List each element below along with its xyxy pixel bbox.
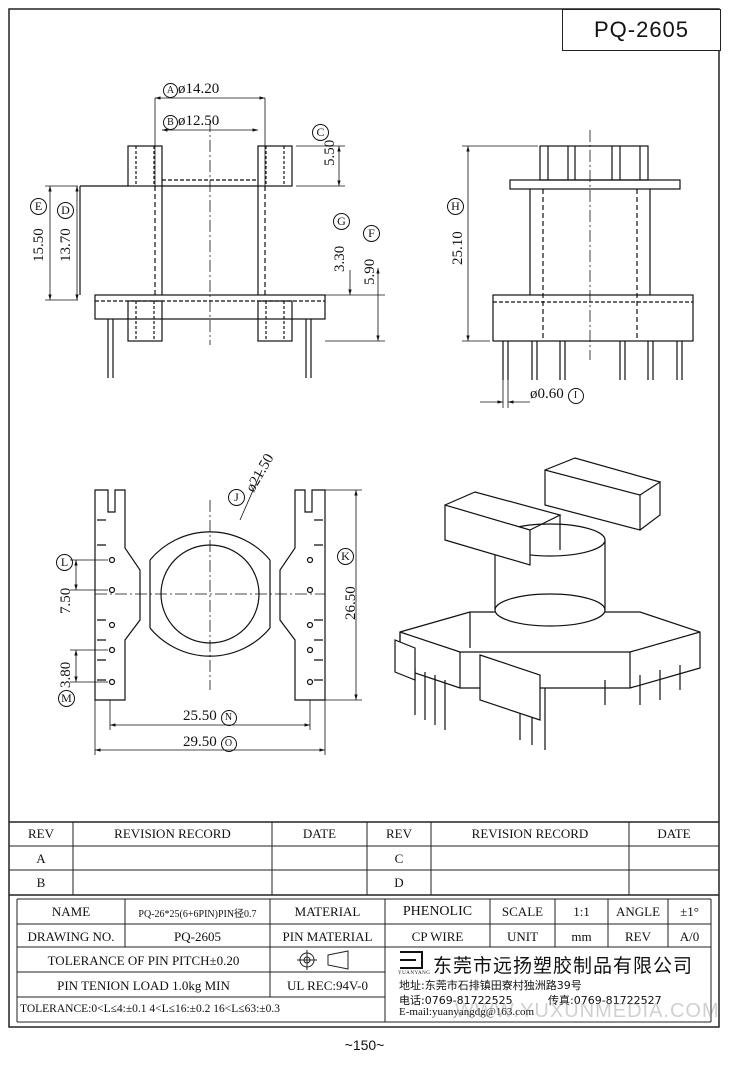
dim-f-letter: F (363, 225, 380, 242)
isometric-view (394, 457, 701, 750)
dim-h-value: 25.10 (450, 231, 466, 265)
dim-l-value: 7.50 (58, 587, 74, 614)
pin-material-value: CP WIRE (411, 929, 464, 944)
revision-record-header-2: REVISION RECORD (471, 826, 589, 841)
rev-header-1: REV (28, 826, 54, 841)
company-phone: 电话:0769-81722525 (399, 994, 513, 1007)
revision-record-header-1: REVISION RECORD (114, 826, 231, 841)
rev-row-a: A (36, 851, 46, 866)
drawing-no-value: PQ-2605 (174, 929, 221, 944)
rev-header-2: REV (386, 826, 412, 841)
pin-tension-load: PIN TENION LOAD 1.0kg MIN (57, 978, 230, 993)
company-fax: 传真:0769-81722527 (548, 994, 662, 1007)
dim-c-letter: C (312, 124, 329, 141)
dim-j-letter: J (228, 489, 245, 506)
part-number: PQ-2605 (593, 17, 690, 42)
rev-row-d: D (394, 875, 404, 890)
date-header-2: DATE (657, 826, 691, 841)
material-value: PHENOLIC (402, 904, 473, 919)
rev-row-c: C (394, 851, 404, 866)
company-address: 地址:东莞市石排镇田寮村独洲路39号 (399, 979, 582, 992)
unit-label: UNIT (506, 929, 539, 944)
bottom-view (94, 489, 326, 701)
scale-value: 1:1 (573, 904, 590, 919)
pin-material-label: PIN MATERIAL (282, 929, 373, 944)
ul-rec: UL REC:94V-0 (286, 978, 368, 993)
dim-h-letter: H (447, 198, 464, 215)
dim-m-value: 3.80 (58, 661, 74, 688)
company-name: 东莞市远扬塑胶制品有限公司 (433, 955, 694, 977)
revision-table-lines (9, 821, 719, 896)
drawing-no-label: DRAWING NO. (27, 929, 115, 944)
dim-m-letter: M (58, 690, 75, 707)
company-logo (400, 951, 423, 969)
dim-k-value: 26.50 (343, 586, 359, 620)
side-view (492, 130, 694, 380)
logo-text: YUANYANG (398, 971, 431, 976)
date-header-1: DATE (302, 826, 337, 841)
dim-g-letter: G (333, 213, 350, 230)
name-label: NAME (51, 904, 91, 919)
title-block-lines (16, 898, 712, 1023)
dim-e-letter: E (30, 198, 47, 215)
company-email: E-mail:yuanyangdg@163.com (399, 1006, 535, 1018)
angle-label: ANGLE (615, 904, 661, 919)
dim-f-value: 5.90 (362, 258, 378, 285)
watermark: WWW.YUXUNMEDIA.COM (455, 1000, 720, 1022)
rev-label: REV (625, 929, 651, 944)
name-value: PQ-26*25(6+6PIN)PIN径0.7 (138, 909, 257, 920)
unit-value: mm (571, 929, 592, 944)
scale-label: SCALE (501, 904, 544, 919)
dim-d-letter: D (57, 202, 74, 219)
tolerance-pin-pitch: TOLERANCE OF PIN PITCH±0.20 (47, 953, 240, 968)
part-number-box: PQ-2605 (562, 9, 721, 51)
page-number: ~150~ (344, 1037, 385, 1053)
sheet-border (8, 8, 720, 1028)
dim-d-value: 13.70 (58, 228, 74, 262)
projection-symbol (297, 950, 349, 970)
dim-g-value: 3.30 (332, 245, 348, 272)
dim-l-letter: L (56, 554, 73, 571)
tolerance-general: TOLERANCE:0<L≤4:±0.1 4<L≤16:±0.2 16<L≤63… (20, 1003, 280, 1015)
dim-i: ø0.60 I (530, 386, 584, 404)
dim-e-value: 15.50 (31, 228, 47, 262)
dim-k-letter: K (337, 548, 354, 565)
angle-value: ±1° (680, 904, 699, 919)
material-label: MATERIAL (294, 904, 361, 919)
front-view (79, 120, 326, 378)
dim-o: 29.50 O (183, 734, 237, 752)
dim-c-value: 5.50 (322, 139, 338, 166)
rev-value: A/0 (679, 929, 700, 944)
rev-row-b: B (36, 875, 46, 890)
dim-n: 25.50 N (183, 708, 237, 726)
